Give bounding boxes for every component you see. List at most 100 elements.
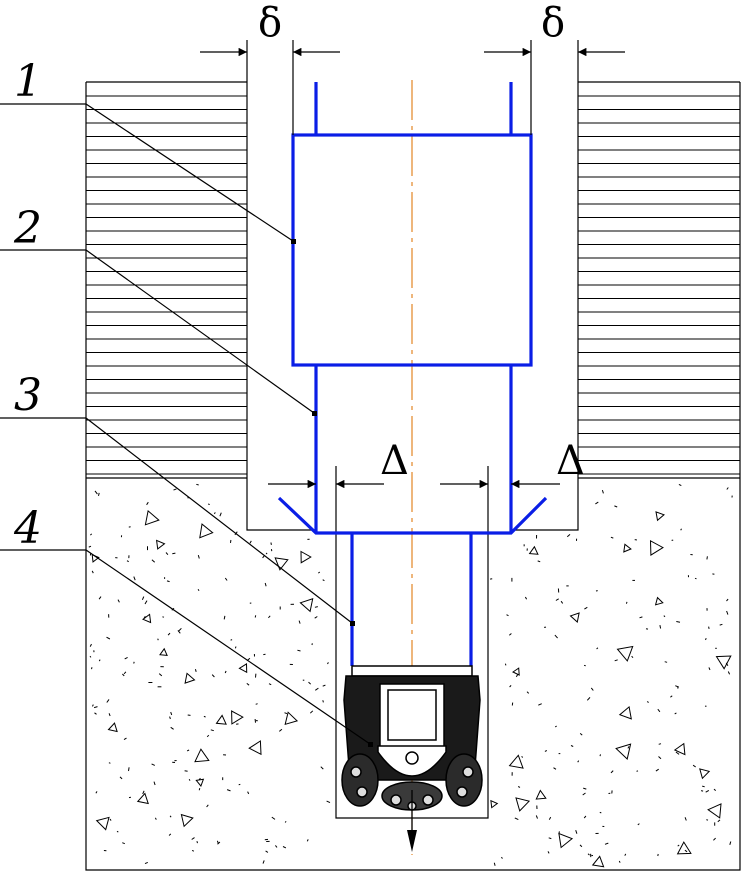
rock-speck bbox=[282, 846, 287, 849]
rock-speck bbox=[106, 636, 111, 640]
rock-speck bbox=[680, 528, 682, 531]
rock-triangle bbox=[159, 647, 168, 656]
rock-speck bbox=[554, 725, 557, 728]
rock-speck bbox=[223, 615, 226, 620]
rock-speck bbox=[521, 756, 524, 758]
rock-speck bbox=[646, 701, 649, 703]
rock-speck bbox=[675, 685, 679, 688]
rock-speck bbox=[95, 791, 98, 794]
rock-speck bbox=[217, 841, 221, 845]
rock-speck bbox=[610, 536, 614, 539]
rock-speck bbox=[515, 674, 519, 678]
rock-speck bbox=[548, 816, 552, 820]
rock-speck bbox=[717, 819, 721, 823]
rock-speck bbox=[570, 745, 574, 747]
rock-speck bbox=[535, 815, 538, 819]
rock-speck bbox=[122, 842, 125, 845]
rock-speck bbox=[664, 661, 668, 663]
rock-speck bbox=[194, 669, 197, 672]
rock-speck bbox=[553, 767, 557, 770]
rock-triangle bbox=[676, 841, 692, 855]
rock-speck bbox=[637, 823, 640, 826]
rock-speck bbox=[262, 860, 265, 864]
rock-speck bbox=[254, 615, 257, 618]
rock-speck bbox=[501, 856, 503, 859]
rock-speck bbox=[211, 674, 215, 678]
rock-triangle bbox=[231, 710, 244, 725]
rock-triangle bbox=[195, 778, 205, 787]
rock-speck bbox=[627, 746, 630, 749]
label-part-4: 4 bbox=[13, 503, 42, 554]
rock-speck bbox=[558, 831, 560, 835]
rock-speck bbox=[144, 861, 148, 865]
rock-speck bbox=[604, 842, 609, 845]
rock-speck bbox=[116, 830, 119, 833]
rock-speck bbox=[89, 655, 92, 658]
rock-speck bbox=[726, 610, 729, 615]
rock-speck bbox=[226, 789, 231, 792]
rock-speck bbox=[659, 624, 662, 629]
rock-triangle bbox=[136, 792, 149, 805]
rock-speck bbox=[94, 490, 98, 495]
rock-triangle bbox=[238, 663, 248, 674]
rock-speck bbox=[706, 556, 708, 560]
roller-cone-bit bbox=[341, 665, 483, 811]
hatched-layer-right bbox=[578, 95, 740, 475]
rock-speck bbox=[719, 623, 723, 626]
rock-triangle bbox=[512, 667, 520, 676]
reamer-body bbox=[291, 133, 533, 367]
rock-speck bbox=[595, 501, 599, 505]
rock-speck bbox=[210, 729, 214, 732]
rock-speck bbox=[169, 716, 171, 720]
label-part-2: 2 bbox=[13, 203, 42, 254]
rock-speck bbox=[203, 715, 206, 718]
rock-speck bbox=[184, 770, 188, 772]
rock-speck bbox=[327, 662, 329, 665]
rock-speck bbox=[98, 596, 102, 600]
rock-speck bbox=[213, 512, 216, 515]
rock-speck bbox=[268, 683, 272, 686]
rock-speck bbox=[91, 667, 93, 670]
rock-triangle bbox=[300, 550, 312, 564]
rock-triangle bbox=[535, 789, 547, 800]
rock-speck bbox=[90, 533, 93, 536]
rock-speck bbox=[631, 655, 634, 659]
rock-speck bbox=[315, 687, 319, 691]
rock-speck bbox=[708, 667, 711, 671]
rock-speck bbox=[318, 571, 321, 574]
rock-triangle bbox=[591, 855, 605, 868]
rock-speck bbox=[262, 555, 265, 559]
rock-speck bbox=[575, 830, 578, 834]
rock-speck bbox=[727, 671, 731, 675]
rock-speck bbox=[314, 606, 318, 608]
rock-speck bbox=[544, 750, 548, 752]
rock-speck bbox=[133, 661, 135, 664]
leader-dots bbox=[291, 239, 373, 747]
rock-speck bbox=[91, 570, 94, 574]
rock-speck bbox=[506, 614, 509, 617]
rock-speck bbox=[297, 649, 301, 652]
rock-speck bbox=[705, 638, 707, 641]
rock-speck bbox=[178, 627, 182, 632]
rock-speck bbox=[547, 851, 550, 854]
rock-speck bbox=[172, 552, 176, 555]
rock-speck bbox=[560, 600, 564, 604]
rock-speck bbox=[555, 598, 559, 601]
rock-speck bbox=[224, 670, 227, 674]
rock-speck bbox=[271, 816, 276, 820]
rock-speck bbox=[197, 589, 200, 592]
rock-speck bbox=[255, 703, 258, 705]
rock-speck bbox=[275, 845, 278, 848]
rock-speck bbox=[322, 579, 325, 582]
rock-triangle bbox=[107, 722, 118, 733]
drilling-direction-arrow bbox=[407, 790, 417, 852]
rock-triangle bbox=[615, 743, 632, 760]
hatched-layer-left bbox=[86, 95, 247, 475]
rock-triangle bbox=[616, 645, 634, 662]
rock-speck bbox=[504, 663, 507, 666]
rock-triangle bbox=[184, 672, 196, 684]
rock-speck bbox=[596, 647, 599, 650]
rock-speck bbox=[186, 749, 190, 752]
rock-speck bbox=[674, 712, 677, 715]
